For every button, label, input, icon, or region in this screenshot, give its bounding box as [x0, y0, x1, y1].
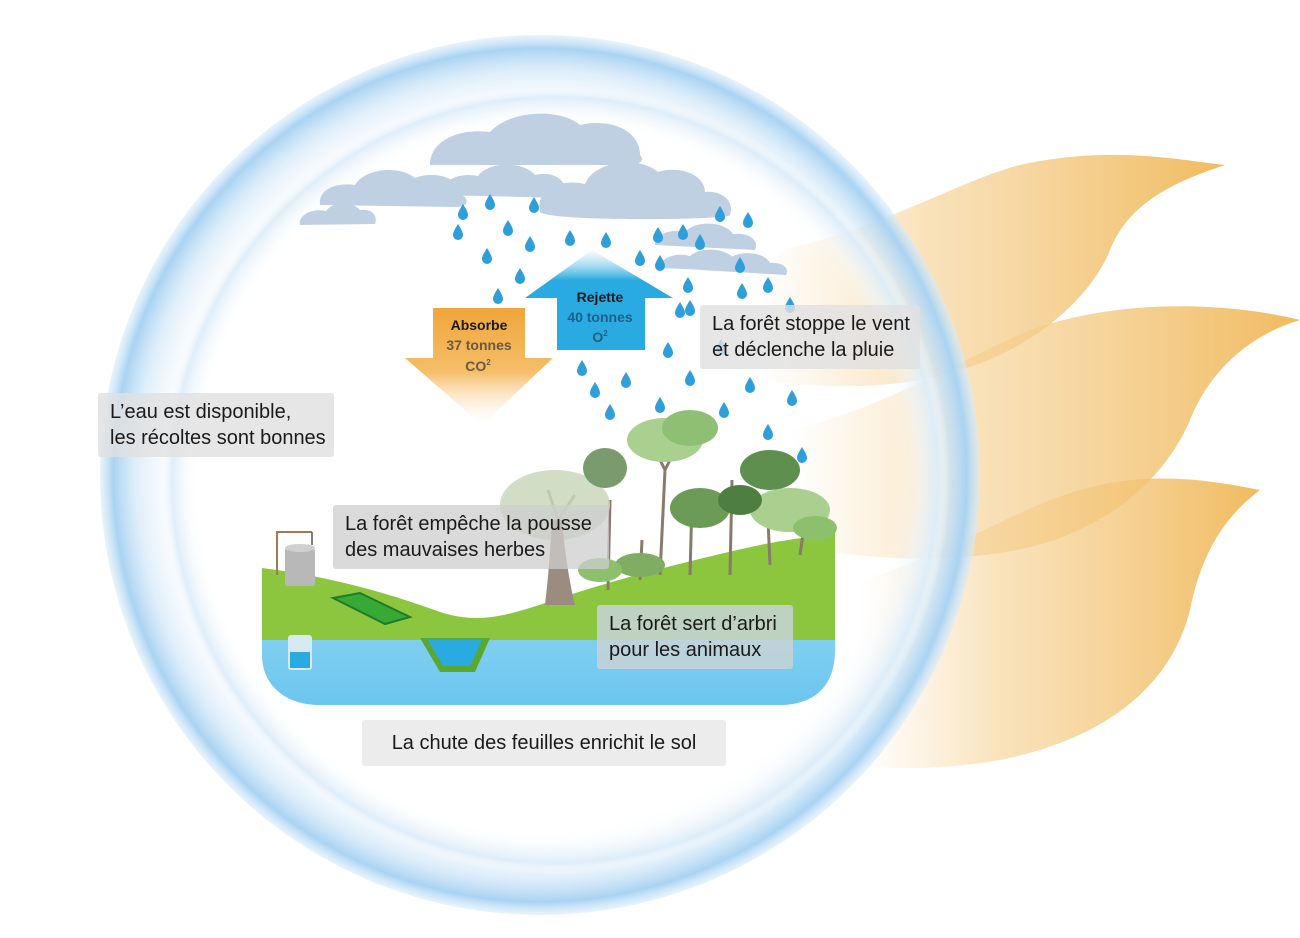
pond: [428, 640, 482, 666]
tree-mid: [670, 488, 730, 528]
cloud-1: [430, 113, 642, 165]
label-wind-rain-line2: et déclenche la pluie: [712, 339, 895, 361]
label-shelter: La forêt sert d’arbri pour les animaux: [597, 605, 793, 669]
release-arrow-shape: [525, 250, 673, 350]
tree-palm: [740, 450, 800, 490]
label-wind-rain: La forêt stoppe le vent et déclenche la …: [700, 305, 920, 369]
label-water-harvest-line2: les récoltes sont bonnes: [110, 427, 326, 449]
cloud-2: [319, 169, 467, 207]
label-weeds: La forêt empêche la pousse des mauvaises…: [333, 505, 609, 569]
label-weeds-line1: La forêt empêche la pousse: [345, 513, 592, 535]
label-water-harvest: L’eau est disponible, les récoltes sont …: [98, 393, 334, 457]
tree-small-3: [718, 485, 762, 515]
label-shelter-line1: La forêt sert d’arbri: [609, 613, 777, 635]
clouds: [299, 113, 788, 275]
label-shelter-line2: pour les animaux: [609, 639, 762, 661]
absorb-title: Absorbe: [451, 317, 508, 333]
well-water: [290, 652, 310, 668]
water-tank: [276, 531, 315, 586]
tree-small-1: [615, 553, 665, 577]
release-arrow: Rejette 40 tonnes O2: [525, 250, 673, 350]
label-leaves: La chute des feuilles enrichit le sol: [362, 720, 726, 766]
absorb-arrow: Absorbe 37 tonnes CO2: [405, 308, 553, 425]
cloud-4: [539, 162, 731, 220]
release-gas: O2: [592, 329, 608, 345]
label-leaves-line1: La chute des feuilles enrichit le sol: [391, 732, 697, 754]
tree-small-4: [793, 516, 837, 540]
absorb-arrow-shape: [405, 308, 553, 425]
absorb-amount: 37 tonnes: [446, 337, 512, 353]
label-wind-rain-line1: La forêt stoppe le vent: [712, 313, 910, 335]
tree-canopy-top-2: [662, 410, 718, 446]
label-weeds-line2: des mauvaises herbes: [345, 539, 546, 561]
tree-tall-dark: [583, 448, 627, 488]
crop-field: [329, 591, 413, 626]
release-title: Rejette: [577, 289, 624, 305]
release-amount: 40 tonnes: [567, 309, 633, 325]
cloud-5: [299, 203, 376, 225]
cloud-6: [655, 223, 757, 250]
label-water-harvest-line1: L’eau est disponible,: [110, 401, 292, 423]
cloud-3: [440, 164, 566, 198]
absorb-gas: CO2: [465, 358, 491, 374]
